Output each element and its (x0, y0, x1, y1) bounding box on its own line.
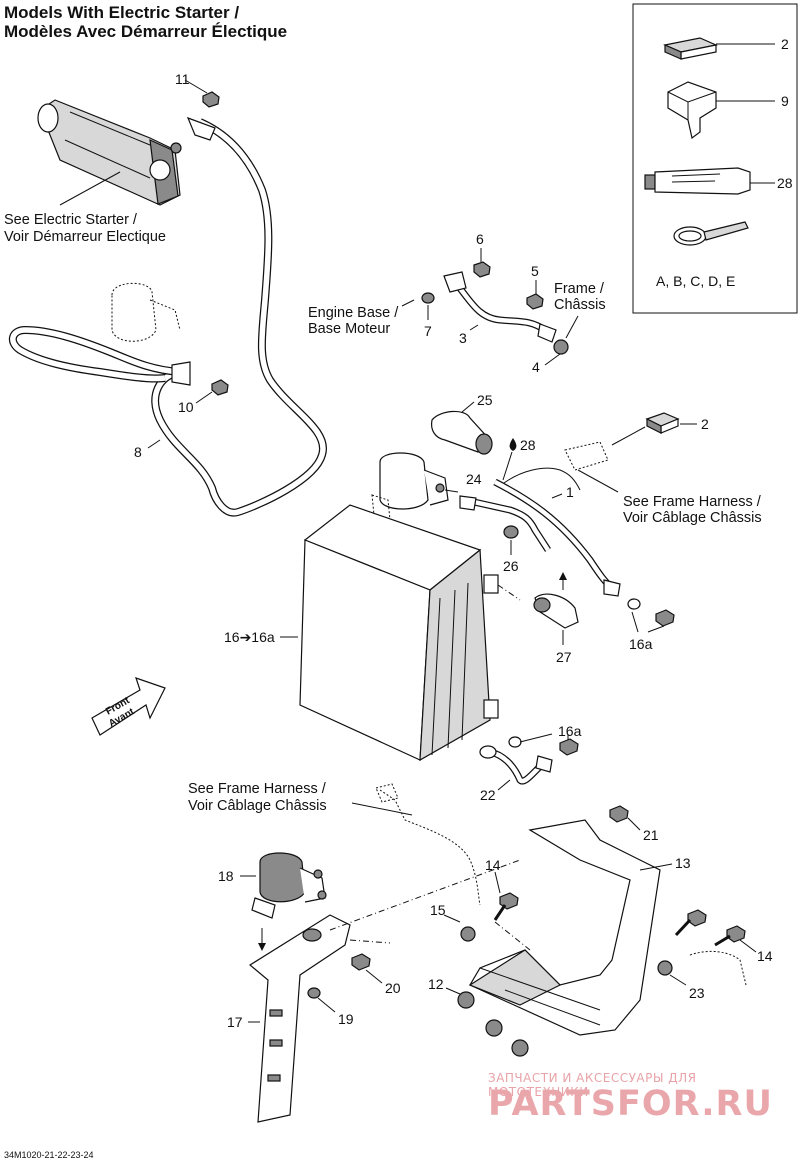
callout-14-left: 14 (485, 857, 501, 873)
callout-16a-upper: 16a (629, 636, 653, 652)
callout-10: 10 (178, 399, 194, 415)
title-line-2: Modèles Avec Démarreur Électique (4, 22, 288, 41)
battery-16 (299, 504, 499, 762)
washer-16a-lower (508, 736, 522, 748)
fuse-2 (645, 412, 680, 434)
callout-8: 8 (134, 444, 142, 460)
callout-12: 12 (428, 976, 444, 992)
diagram-title: Models With Electric Starter / Modèles A… (4, 3, 287, 41)
callout-11: 11 (175, 71, 190, 87)
washer-16a-upper (627, 598, 641, 610)
callout-19: 19 (338, 1011, 354, 1027)
legend-label-3: 28 (777, 175, 793, 191)
nut-5 (526, 293, 544, 310)
callout-24: 24 (466, 471, 482, 487)
callout-7: 7 (424, 323, 432, 339)
harness-cable-1 (493, 441, 621, 597)
callout-20: 20 (385, 980, 401, 996)
callout-27: 27 (556, 649, 572, 665)
callout-18: 18 (218, 868, 234, 884)
bolt-16a-lower (559, 738, 579, 756)
legend-label-4: A, B, C, D, E (656, 273, 735, 289)
cable-24 (459, 495, 551, 552)
callout-13: 13 (675, 855, 691, 871)
callout-2-fuse: 2 (701, 416, 709, 432)
boot-27 (533, 593, 579, 629)
note-engine-base-1: Engine Base / (308, 305, 399, 321)
callout-4: 4 (532, 359, 540, 375)
callout-25: 25 (477, 392, 493, 408)
cable-22 (479, 745, 553, 785)
callout-1: 1 (566, 484, 574, 500)
callout-17: 17 (227, 1014, 243, 1030)
bolt-20 (351, 953, 371, 971)
battery-tray-13 (468, 819, 661, 1036)
front-arrow-icon (91, 677, 166, 736)
grommet-21 (609, 805, 629, 823)
bolt-16a-upper (655, 609, 675, 627)
watermark-logo: PARTSFOR.RU (488, 1084, 773, 1124)
nut-10 (211, 379, 229, 396)
note-frame-1: Frame / (554, 281, 605, 297)
nut-11 (202, 91, 220, 108)
callout-15: 15 (430, 902, 446, 918)
legend-label-2: 9 (781, 93, 789, 109)
bolt-6 (473, 261, 491, 278)
solenoid-18 (251, 852, 327, 919)
callout-3: 3 (459, 330, 467, 346)
grommets-12 (457, 991, 529, 1057)
document-id: 34M1020-21-22-23-24 (4, 1150, 94, 1160)
callout-26: 26 (503, 558, 519, 574)
bolts-14-right (674, 909, 746, 947)
grommet-19 (307, 987, 321, 999)
starter-motor (37, 99, 182, 206)
legend-box: 2 9 28 A, B, C, D, E (632, 3, 798, 314)
note-frame-harness-left-1: See Frame Harness / (188, 781, 327, 797)
star-washer-4 (553, 339, 569, 355)
washer-7 (421, 292, 435, 304)
callout-6: 6 (476, 231, 484, 247)
callout-21: 21 (643, 827, 659, 843)
note-frame-harness-right-1: See Frame Harness / (623, 494, 762, 510)
note-frame-harness-left-2: Voir Câblage Châssis (188, 798, 327, 814)
legend-label-1: 2 (781, 36, 789, 52)
ground-cable-3 (443, 271, 557, 343)
solenoid-ghost-upper (111, 282, 181, 342)
legend-frame (632, 3, 798, 314)
callout-28: 28 (520, 437, 536, 453)
boot-25 (430, 410, 493, 455)
note-frame-2: Châssis (554, 297, 606, 313)
bolt-14-left (493, 892, 519, 921)
callout-16a-lower: 16a (558, 723, 582, 739)
note-frame-harness-right-2: Voir Câblage Châssis (623, 510, 762, 526)
positive-cable-8 (152, 119, 326, 516)
title-line-1: Models With Electric Starter / (4, 3, 240, 22)
callout-16: 16➔16a (224, 629, 275, 645)
star-washer-15 (460, 926, 476, 942)
nut-26 (503, 525, 519, 539)
watermark-small: ЗАПЧАСТИ И АКСЕССУАРЫ ДЛЯ МОТОТЕХНИКИ (488, 1071, 697, 1099)
bracket-17 (248, 914, 351, 1123)
callout-5: 5 (531, 263, 539, 279)
note-electric-starter-1: See Electric Starter / (4, 212, 138, 228)
solenoid-ghost-middle (371, 452, 449, 521)
tie-wrap-icon (673, 221, 749, 246)
callout-14-right: 14 (757, 948, 773, 964)
callout-23: 23 (689, 985, 705, 1001)
grease-tube-icon (644, 167, 751, 195)
star-washer-23 (657, 960, 673, 976)
clip-icon (667, 81, 717, 140)
callout-22: 22 (480, 787, 496, 803)
drop-icon (509, 438, 517, 451)
note-electric-starter-2: Voir Démarreur Electique (4, 229, 166, 245)
fuse-icon (663, 37, 718, 60)
note-engine-base-2: Base Moteur (308, 321, 390, 337)
